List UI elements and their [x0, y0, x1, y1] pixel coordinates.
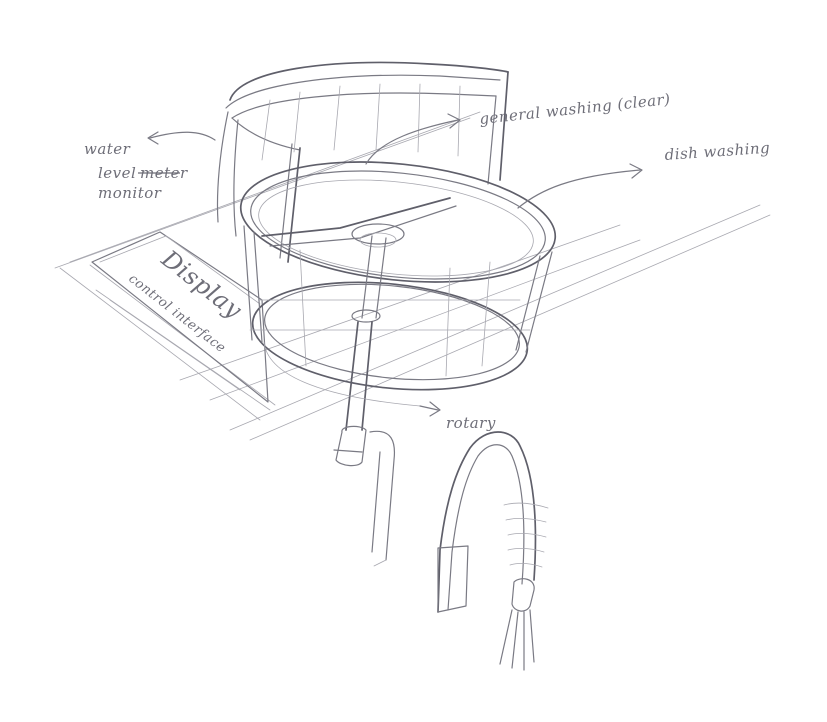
- pedestal: [370, 431, 394, 566]
- annotation-monitor: monitor: [98, 184, 162, 202]
- annotation-arrows: [148, 114, 642, 208]
- annotation-general-washing: general washing (clear): [479, 90, 672, 128]
- annotation-rotary: rotary: [446, 414, 496, 432]
- oval-basin: [235, 148, 561, 402]
- annotation-dish-washing: dish washing: [664, 139, 771, 164]
- annotation-water: water: [84, 140, 131, 158]
- annotation-level: level: [98, 164, 136, 182]
- counter-construction-lines: [55, 112, 770, 440]
- rotary-faucet: [438, 432, 548, 670]
